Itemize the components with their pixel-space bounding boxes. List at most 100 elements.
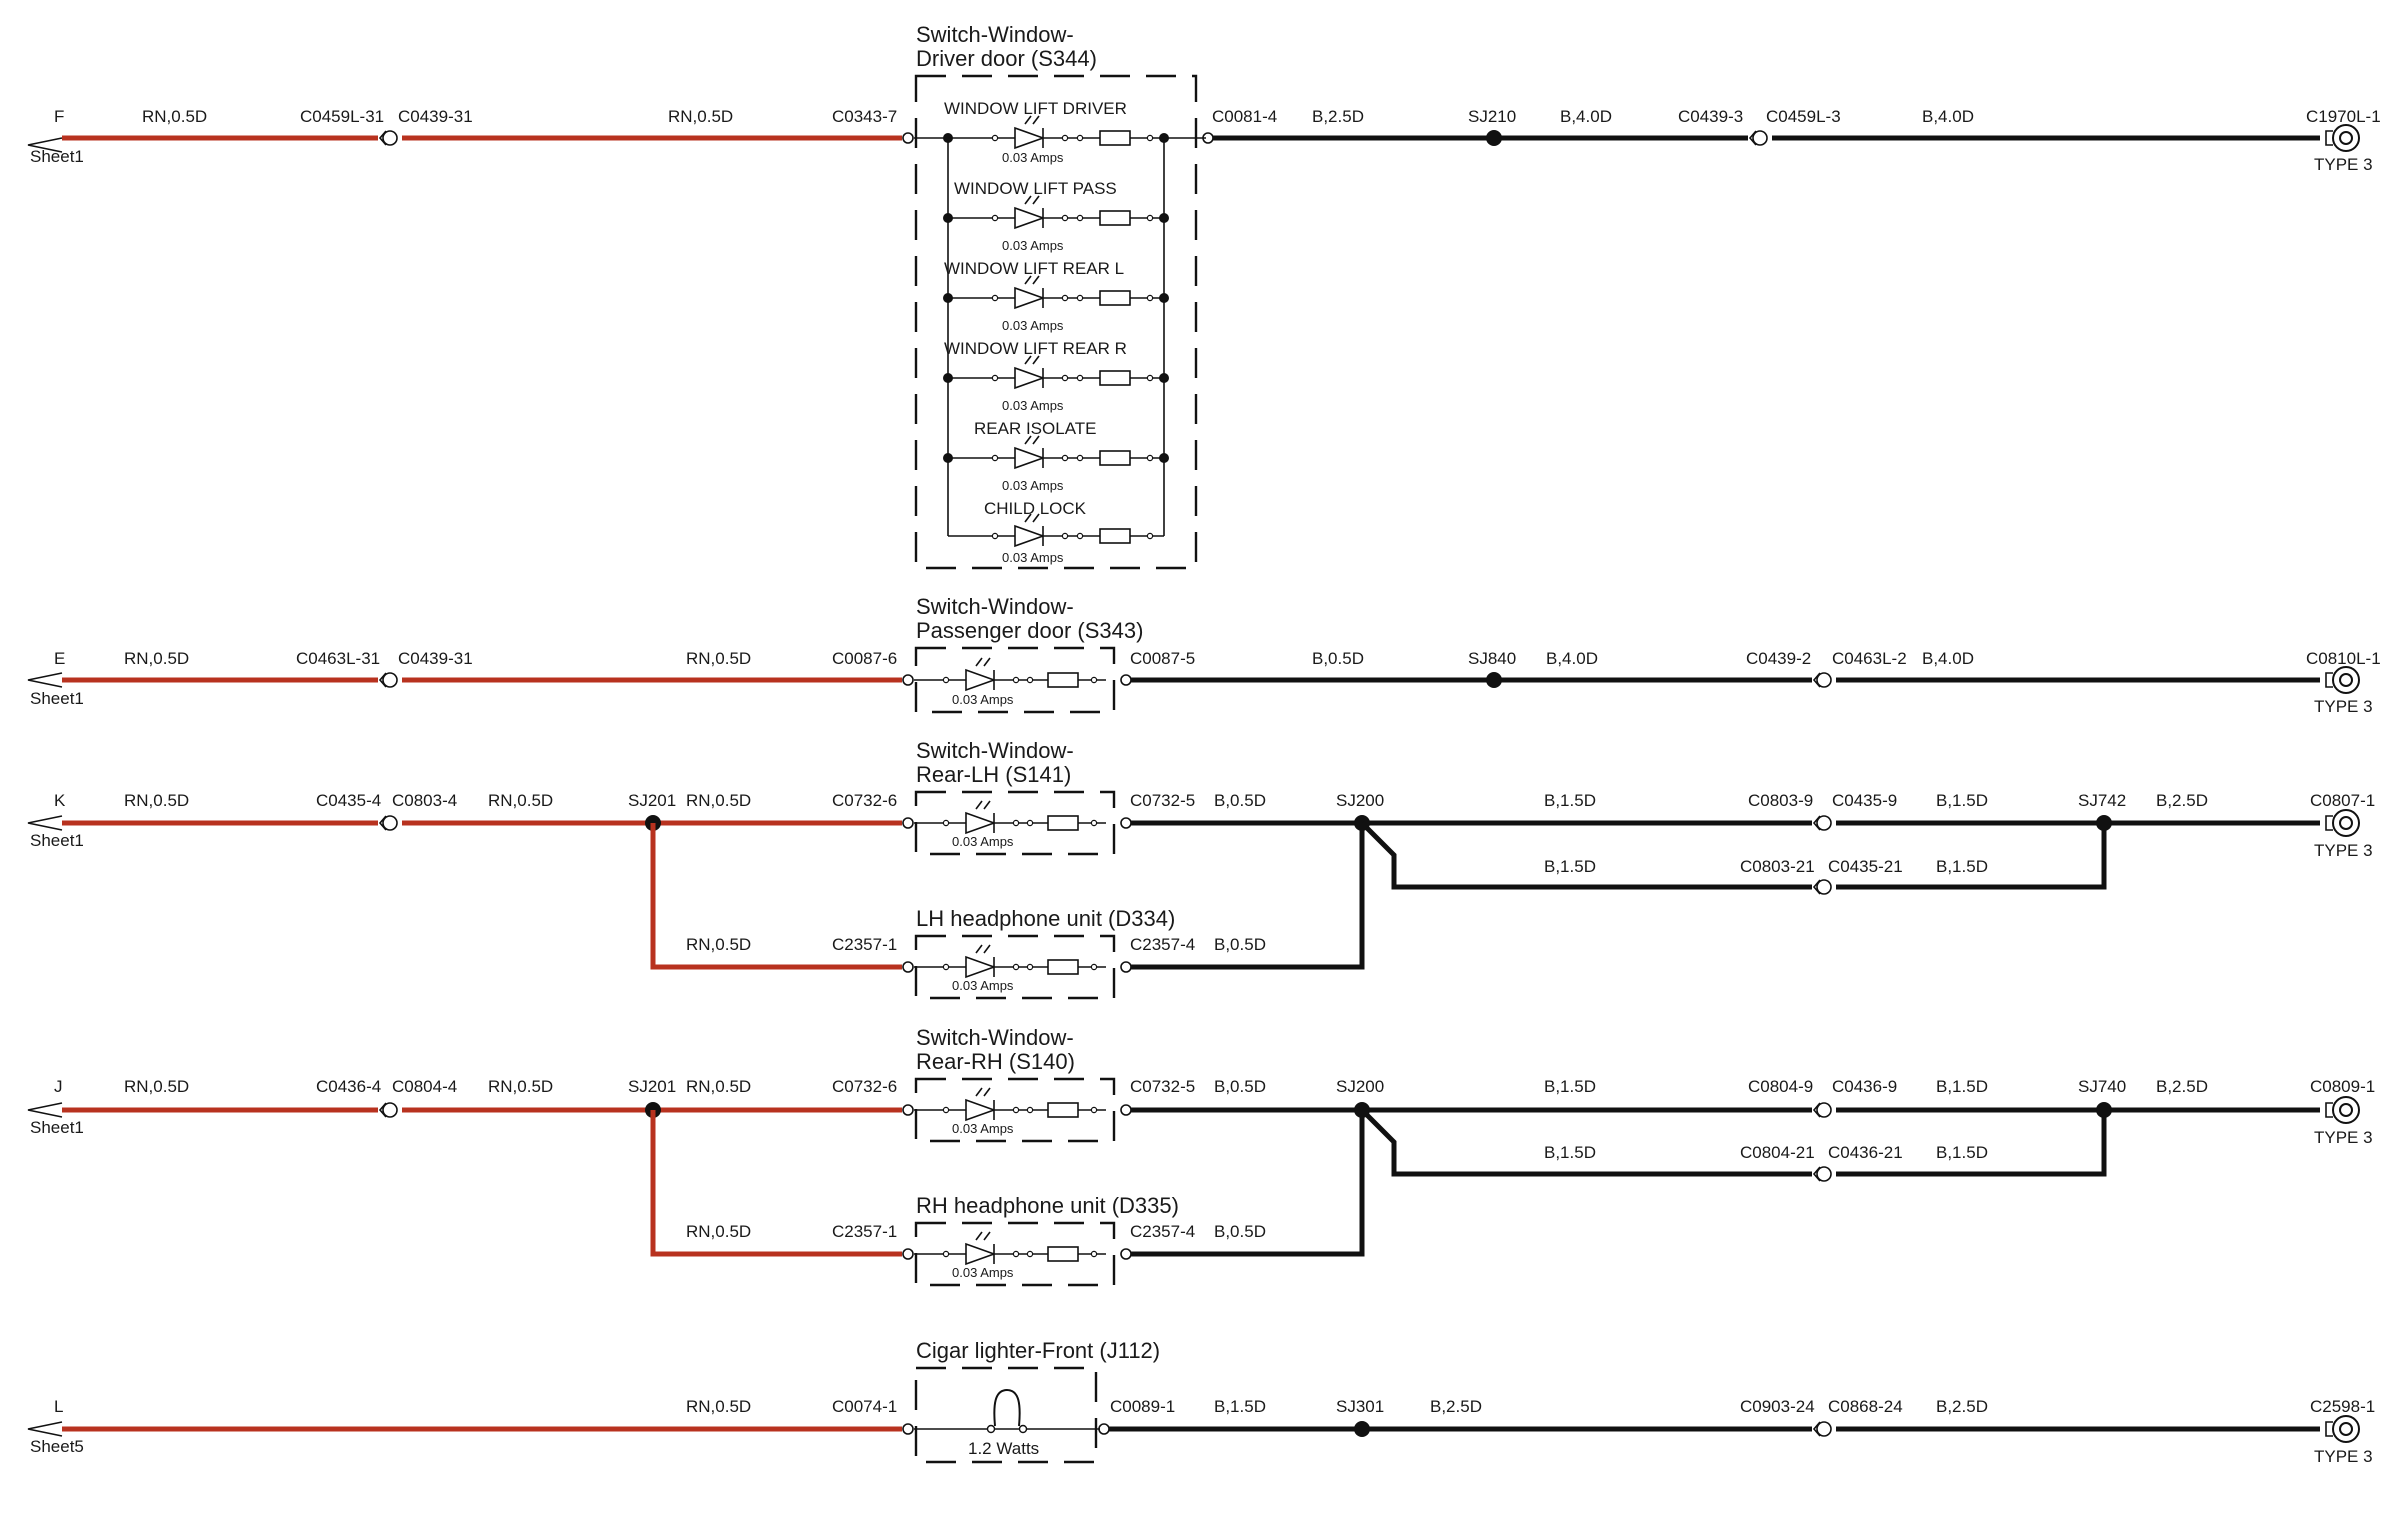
wire-label: B,4.0D [1546, 649, 1598, 668]
splice-label: SJ840 [1468, 649, 1516, 668]
connector-label: C0087-6 [832, 649, 897, 668]
ground-terminal-icon [2325, 124, 2360, 152]
connector-label: C0439-31 [398, 649, 473, 668]
connector-label: C0459L-31 [300, 107, 384, 126]
connector-label: C0074-1 [832, 1397, 897, 1416]
switch-name: WINDOW LIFT DRIVER [944, 99, 1127, 118]
wire-label: B,4.0D [1922, 649, 1974, 668]
component-title: RH headphone unit (D335) [916, 1193, 1179, 1218]
switch-rung [943, 275, 1169, 310]
splice-label: SJ210 [1468, 107, 1516, 126]
component-title: Switch-Window- [916, 22, 1074, 47]
connector-label: C0463L-31 [296, 649, 380, 668]
switch-rung [943, 195, 1169, 230]
sheet-ref[interactable]: Sheet1 [30, 147, 84, 166]
wire-label: RN,0.5D [124, 649, 189, 668]
wire-label: B,1.5D [1544, 791, 1596, 810]
sheet-ref[interactable]: Sheet1 [30, 1118, 84, 1137]
connector-label: C0804-21 [1740, 1143, 1815, 1162]
switch-symbol [914, 657, 1106, 692]
connector-label: C0436-21 [1828, 1143, 1903, 1162]
component-title: Switch-Window- [916, 594, 1074, 619]
inline-connector-icon [1816, 1421, 1832, 1437]
connector-label: C0803-21 [1740, 857, 1815, 876]
sheet-letter: E [54, 649, 65, 668]
ground-terminal-icon [2325, 809, 2360, 837]
sheet-ref[interactable]: Sheet1 [30, 831, 84, 850]
sheet-letter: J [54, 1077, 63, 1096]
wire-label: RN,0.5D [686, 649, 751, 668]
switch-current: 0.03 Amps [1002, 478, 1064, 493]
connector-label: C0732-5 [1130, 791, 1195, 810]
wire-label: RN,0.5D [124, 791, 189, 810]
switch-ladder: WINDOW LIFT DRIVER 0.03 Amps WINDOW LIFT… [914, 99, 1206, 565]
sheet-arrow-icon[interactable] [27, 1421, 63, 1437]
switch-symbol [914, 800, 1106, 835]
connector-label: C0804-4 [392, 1077, 457, 1096]
connector-label: C2357-4 [1130, 1222, 1195, 1241]
wire-black [1131, 1110, 1365, 1257]
led-diode-icon [1014, 126, 1046, 150]
ground-connector-label: C2598-1 [2310, 1397, 2375, 1416]
switch-current: 0.03 Amps [1002, 398, 1064, 413]
sheet-letter: K [54, 791, 66, 810]
connector-label: C0463L-2 [1832, 649, 1907, 668]
connector-label: C0459L-3 [1766, 107, 1841, 126]
inline-connector-icon [382, 815, 398, 831]
ground-type: TYPE 3 [2314, 1447, 2373, 1466]
wire-label: B,1.5D [1544, 857, 1596, 876]
connector-label: C0435-9 [1832, 791, 1897, 810]
switch-current: 0.03 Amps [1002, 550, 1064, 565]
wire-label: RN,0.5D [142, 107, 207, 126]
switch-current: 0.03 Amps [1002, 150, 1064, 165]
component-title: Driver door (S344) [916, 46, 1097, 71]
row-cigar-lighter: L Sheet5 RN,0.5D C0074-1 Cigar lighter-F… [27, 1338, 2375, 1466]
component-title: Rear-LH (S141) [916, 762, 1071, 787]
wire-label: B,1.5D [1936, 857, 1988, 876]
sheet-ref[interactable]: Sheet1 [30, 689, 84, 708]
sheet-arrow-icon[interactable] [27, 137, 63, 153]
connector-label: C0903-24 [1740, 1397, 1815, 1416]
wire-label: RN,0.5D [686, 1222, 751, 1241]
sheet-ref[interactable]: Sheet5 [30, 1437, 84, 1456]
wire-label: B,2.5D [2156, 1077, 2208, 1096]
sheet-arrow-icon[interactable] [27, 672, 63, 688]
wire-label: B,2.5D [1936, 1397, 1988, 1416]
pin-terminal-icon [902, 132, 914, 144]
headphone-symbol [914, 1231, 1106, 1266]
inline-connector-icon [1816, 1166, 1832, 1182]
connector-chevron-icon [1748, 130, 1757, 146]
wire-label: B,2.5D [1312, 107, 1364, 126]
sheet-arrow-icon[interactable] [27, 815, 63, 831]
splice-label: SJ740 [2078, 1077, 2126, 1096]
connector-label: C0732-5 [1130, 1077, 1195, 1096]
wire-label: B,4.0D [1922, 107, 1974, 126]
connector-label: C0439-2 [1746, 649, 1811, 668]
connector-label: C0439-31 [398, 107, 473, 126]
wire-black [1131, 823, 1365, 970]
ground-connector-label: C0807-1 [2310, 791, 2375, 810]
ground-connector-label: C1970L-1 [2306, 107, 2381, 126]
component-box [914, 646, 1116, 714]
switch-rung [943, 435, 1169, 470]
connector-label: C2357-1 [832, 1222, 897, 1241]
wire-label: RN,0.5D [686, 1397, 751, 1416]
switch-rung [943, 355, 1169, 390]
wire-label: B,2.5D [1430, 1397, 1482, 1416]
row-passenger-door: E Sheet1 RN,0.5D C0463L-31 C0439-31 RN,0… [27, 594, 2381, 716]
wire-label: RN,0.5D [686, 791, 751, 810]
component-title: LH headphone unit (D334) [916, 906, 1175, 931]
connector-label: C0436-4 [316, 1077, 381, 1096]
row-rear-rh: J Sheet1 RN,0.5D C0436-4 C0804-4 RN,0.5D… [27, 1025, 2375, 1287]
wire-black [1836, 823, 2107, 890]
row-rear-lh: K Sheet1 RN,0.5D C0435-4 C0803-4 RN,0.5D… [27, 738, 2375, 1000]
connector-label: C2357-1 [832, 935, 897, 954]
ground-terminal-icon [2325, 1415, 2360, 1443]
sheet-arrow-icon[interactable] [27, 1102, 63, 1118]
ground-connector-label: C0809-1 [2310, 1077, 2375, 1096]
connector-label: C0868-24 [1828, 1397, 1903, 1416]
splice-label: SJ301 [1336, 1397, 1384, 1416]
connector-label: C0081-4 [1212, 107, 1277, 126]
switch-current: 0.03 Amps [952, 978, 1014, 993]
component-box [914, 74, 1198, 570]
